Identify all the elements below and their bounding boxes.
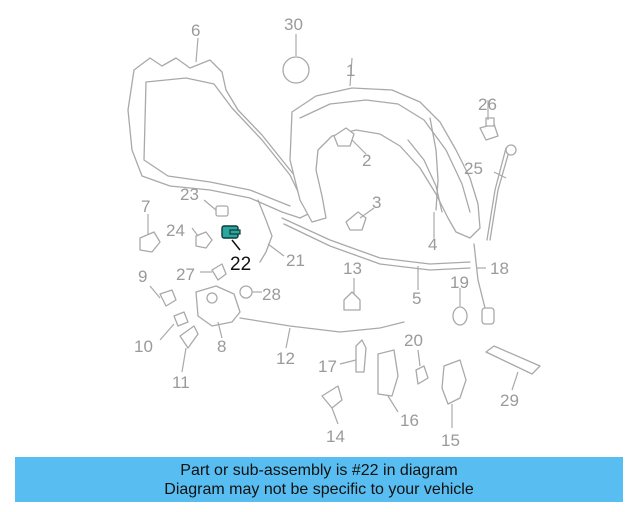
part-21-cable (257, 199, 273, 263)
part-5-weatherstrip (281, 217, 471, 271)
callout-10: 10 (134, 337, 153, 356)
callout-23: 23 (180, 185, 199, 204)
callout-13: 13 (343, 259, 362, 278)
callout-1: 1 (346, 61, 355, 80)
callout-20: 20 (404, 331, 423, 350)
part-9-bolt (159, 289, 177, 307)
part-25-support-strut (486, 144, 517, 241)
part-29-trim-strip (485, 345, 541, 375)
callout-11: 11 (172, 373, 190, 392)
part-11-release-handle (179, 325, 199, 349)
callout-27: 27 (176, 265, 195, 284)
callout-19: 19 (450, 273, 469, 292)
part-20-bumper (415, 365, 429, 385)
callout-labels: 1 2 3 4 5 6 7 8 9 10 11 12 13 14 15 16 1… (134, 15, 519, 450)
part-17-bracket (355, 339, 367, 373)
banner-line-1: Part or sub-assembly is #22 in diagram (180, 461, 458, 479)
part-13-clip (343, 291, 361, 311)
callout-14: 14 (326, 427, 345, 446)
callout-9: 9 (138, 267, 147, 286)
leader-lines (147, 34, 519, 428)
part-26-pivot (479, 117, 499, 141)
part-7-bumper (139, 231, 161, 253)
parts-diagram: 1 2 3 4 5 6 7 8 9 10 11 12 13 14 15 16 1… (127, 15, 541, 450)
part-24-clip (195, 231, 213, 249)
callout-3: 3 (372, 193, 381, 212)
callout-28: 28 (262, 285, 281, 304)
part-19-clip (452, 306, 468, 326)
callout-2: 2 (362, 151, 371, 170)
banner-line-2: Diagram may not be specific to your vehi… (164, 480, 474, 498)
part-12-release-cable (239, 317, 405, 333)
callout-4: 4 (428, 235, 437, 254)
callout-8: 8 (217, 337, 226, 356)
part-22-arrow (231, 239, 241, 251)
callout-30: 30 (284, 15, 303, 34)
callout-12: 12 (276, 349, 295, 368)
callout-16: 16 (400, 411, 419, 430)
part-28-grommet (239, 285, 253, 299)
callout-24: 24 (166, 221, 185, 240)
callout-15: 15 (441, 431, 460, 450)
part-3-bumper (345, 211, 367, 231)
callout-18: 18 (490, 259, 509, 278)
part-22-bolt-highlighted (221, 225, 241, 239)
part-18-prop-rod (473, 243, 495, 325)
part-8-latch (195, 285, 241, 327)
part-30-plug (282, 56, 310, 84)
callout-25: 25 (464, 159, 483, 178)
part-23-bolt (215, 205, 229, 217)
callout-26: 26 (478, 95, 497, 114)
callout-17: 17 (318, 357, 337, 376)
callout-29: 29 (500, 391, 519, 410)
callout-5: 5 (412, 289, 421, 308)
part-27-clip (211, 263, 227, 281)
part-16-striker (377, 349, 399, 397)
part-15-handle (441, 359, 467, 405)
callout-21: 21 (286, 251, 305, 270)
info-banner: Part or sub-assembly is #22 in diagram D… (15, 457, 623, 502)
callout-7: 7 (141, 197, 150, 216)
part-10-bolt (173, 311, 189, 327)
part-4-seal (429, 117, 439, 211)
part-1-hood-panel (289, 87, 481, 239)
callout-22-highlighted: 22 (230, 254, 251, 275)
part-6-hood-insulator (127, 57, 317, 219)
part-14-bracket (321, 385, 343, 409)
callout-6: 6 (191, 21, 200, 40)
